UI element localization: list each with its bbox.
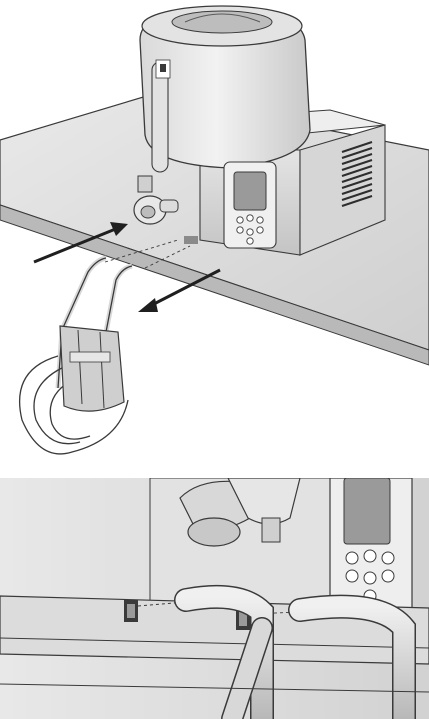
closeup-display <box>344 478 390 544</box>
display-screen <box>234 172 266 210</box>
level-tube <box>152 62 168 172</box>
bottom-illustration-panel <box>0 478 429 719</box>
tube-label-mark <box>160 64 166 72</box>
cuff <box>60 326 124 411</box>
device-overview-illustration <box>0 0 429 470</box>
slot-closeup-illustration <box>0 478 429 719</box>
slot-left <box>124 600 138 622</box>
device-foot <box>184 236 198 244</box>
top-illustration-panel <box>0 0 429 470</box>
